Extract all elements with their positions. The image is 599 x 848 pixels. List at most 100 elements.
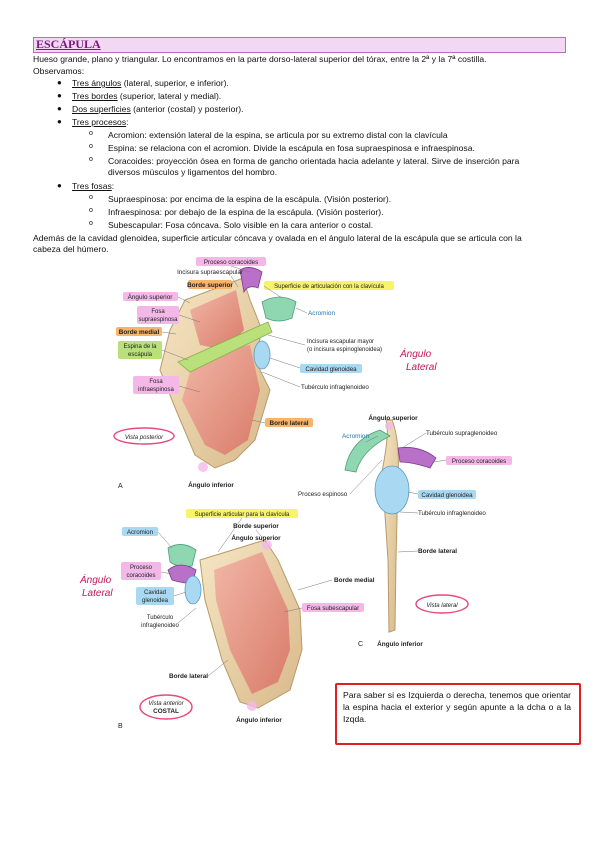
label-a-espina-2: escápula [128,352,153,358]
fosa-supraespinosa: Supraespinosa: por encima de la espina d… [108,194,392,204]
figure-b [167,539,303,711]
label-b-cavidad-2: glenoidea [142,598,169,604]
label-c-tuberculo-supra: Tubérculo supraglenoideo [426,430,498,437]
label-a-fosa-infra-2: infraespinosa [138,387,174,393]
label-c-vista: Vista lateral [426,603,458,609]
scapula-c-glenoid [374,465,410,515]
handwritten-a-angulo: Ángulo [399,347,432,360]
label-a-acromion: Acromion [308,310,335,317]
sub-bullet: o [89,207,93,214]
bullet-bordes: Tres bordes (superior, lateral y medial)… [72,91,221,102]
label-b-borde-medial: Borde medial [334,577,375,584]
label-c-tuberculo-infra: Tubérculo infraglenoideo [418,510,486,517]
bullet-fosas-text: : [111,181,115,191]
bullet-dot: ● [57,91,62,100]
label-b-tuberculo-1: Tubérculo [147,615,174,621]
note-text: Para saber si es Izquierda o derecha, te… [343,690,571,724]
label-b-acromion: Acromion [127,529,154,536]
label-b-letter: B [118,723,123,730]
scapula-a-acromion [261,296,297,322]
label-b-proceso-2: coracoides [126,573,155,579]
proceso-espina: Espina: se relaciona con el acromion. Di… [108,143,475,153]
label-a-borde-lateral: Borde lateral [269,420,308,427]
label-c-cavidad-glenoidea: Cavidad glenoidea [421,492,473,499]
label-a-fosa-infra-1: Fosa [149,379,163,385]
scapula-b-inferior-angle [247,701,257,711]
scapula-c-body [381,419,399,633]
sub-bullet: o [89,143,93,150]
note-box [335,683,581,745]
sub-bullet: o [89,220,93,227]
figure-c [344,419,437,633]
bullet-procesos-text: : [126,117,129,127]
label-c-proceso-espinoso: Proceso espinoso [298,491,348,498]
bullet-dot: ● [57,78,62,87]
bullet-dot: ● [57,104,62,113]
label-a-vista: Vista posterior [125,435,164,441]
label-b-fosa-subescapular: Fosa subescapular [307,605,359,612]
scapula-c-superior-angle [385,422,393,430]
label-a-fosa-supra-1: Fosa [151,309,165,315]
label-a-espina-1: Espina de la [123,344,157,350]
label-a-borde-medial: Borde medial [119,329,160,336]
label-a-angulo-inferior: Ángulo inferior [188,480,234,489]
sub-bullet: o [89,194,93,201]
bullet-superficies-key: Dos superficies [72,104,131,114]
bullet-angulos: Tres ángulos (lateral, superior, e infer… [72,78,229,89]
scapula-b-superior-angle [262,540,272,550]
scapula-a-glenoid [253,340,271,370]
label-a-borde-superior: Borde superior [187,282,233,289]
scapula-c-coracoid [397,447,437,469]
label-b-borde-lateral: Borde lateral [169,673,208,680]
fosa-subescapular: Subescapular: Fosa cóncava. Solo visible… [108,220,374,230]
label-a-superficie-clavicula: Superficie de articulación con la clavíc… [274,284,384,290]
scapula-b-subscapular [214,552,290,694]
scapula-a-coracoid [239,267,263,294]
label-a-cavidad-glenoidea: Cavidad glenoidea [305,366,357,373]
label-c-borde-lateral: Borde lateral [418,548,457,555]
label-c-acromion: Acromion [342,433,369,440]
label-c-angulo-inferior: Ángulo inferior [377,639,423,648]
bullet-angulos-key: Tres ángulos [72,78,122,88]
bullet-procesos: Tres procesos: [72,117,129,128]
scapula-a-spine [177,321,273,373]
label-b-angulo-superior: Ángulo superior [231,533,281,542]
label-b-vista-2: COSTAL [153,708,179,715]
bullet-procesos-key: Tres procesos [72,117,127,127]
scapula-a-supraspinous [190,290,244,350]
label-a-incisura-mayor-2: (o incisura espinoglenoidea) [307,347,382,353]
fosa-infraespinosa: Infraespinosa: por debajo de la espina d… [108,207,384,217]
label-b-vista-1: Vista anterior [148,701,184,707]
label-c-letter: C [358,641,363,648]
bullet-fosas-key: Tres fosas [72,181,112,191]
scapula-a-inferior-angle [198,462,208,472]
label-b-borde-superior: Borde superior [233,523,279,530]
bullet-dot: ● [57,181,62,190]
label-a-incisura-supraescapular: Incisura supraescapular [177,269,243,276]
label-b-superficie-clavicula: Superficie articular para la clavícula [195,512,290,518]
cavidad-paragraph: Además de la cavidad glenoidea, superfic… [33,233,522,243]
label-b-cavidad-1: Cavidad [144,590,166,596]
label-c-angulo-superior: Ángulo superior [368,413,418,422]
proceso-acromion: Acromion: extensión lateral de la espina… [108,130,448,140]
label-b-angulo-inferior: Ángulo inferior [236,715,282,724]
bullet-bordes-key: Tres bordes [72,91,118,101]
observamos-label: Observamos: [33,66,85,76]
bullet-fosas: Tres fosas: [72,181,114,192]
label-a-letter: A [118,483,123,490]
scapula-a-infraspinous [182,345,260,455]
proceso-coracoides: Coracoides: proyección ósea en forma de … [108,156,520,166]
handwritten-b-lateral: Lateral [82,588,113,599]
proceso-coracoides-cont: diversos músculos y ligamentos del hombr… [108,167,278,177]
label-b-proceso-1: Proceso [130,565,153,571]
scapula-b-glenoid [184,575,202,605]
handwritten-a-lateral: Lateral [406,362,437,373]
page-title: ESCÁPULA [36,37,101,51]
cavidad-paragraph-cont: cabeza del húmero. [33,244,109,254]
intro-paragraph: Hueso grande, plano y triangular. Lo enc… [33,54,487,64]
label-a-angulo-superior: Ángulo superior [128,292,174,301]
handwritten-b-angulo: Ángulo [79,573,112,586]
sub-bullet: o [89,130,93,137]
scapula-b-acromion [167,544,197,567]
